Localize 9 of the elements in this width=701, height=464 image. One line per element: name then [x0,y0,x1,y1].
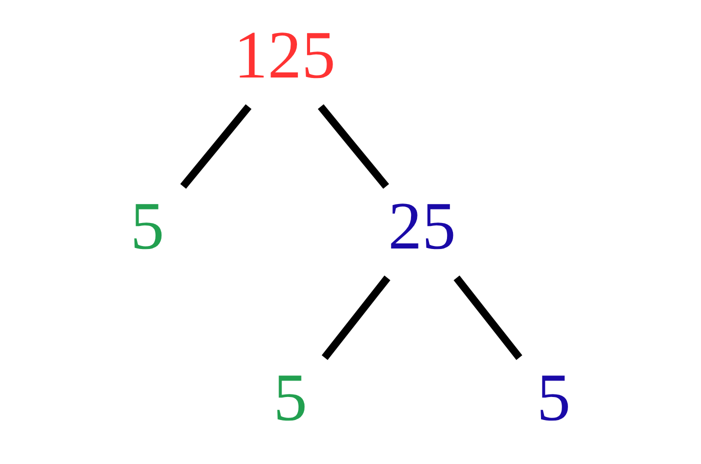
node-text: 125 [234,17,336,92]
node-text: 5 [273,360,308,435]
connector [454,276,522,360]
connector [180,104,252,189]
node-text: 5 [536,360,571,435]
connector [322,276,390,360]
node-text: 25 [388,188,456,264]
connector [318,104,390,189]
node-text: 5 [130,188,164,264]
